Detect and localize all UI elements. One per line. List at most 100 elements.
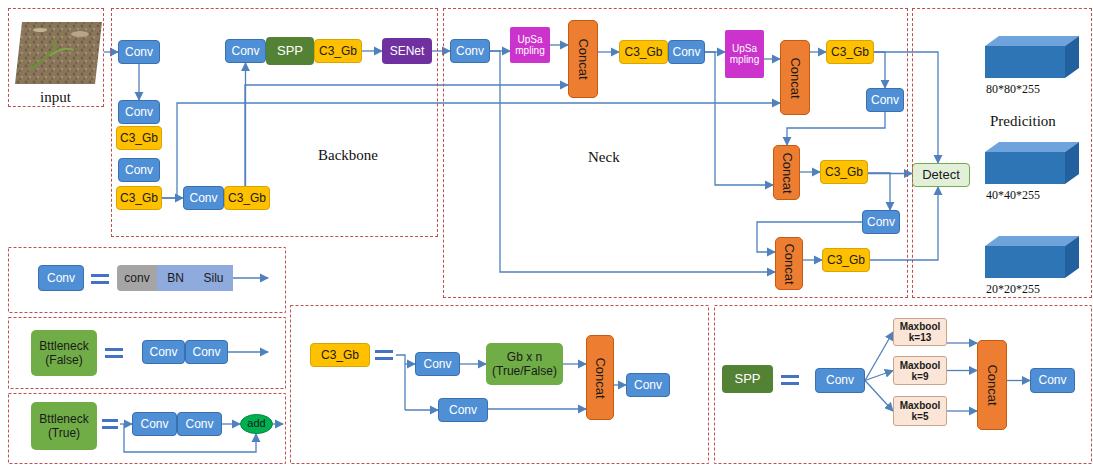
definition-frame bbox=[9, 248, 286, 313]
conv-block: Conv bbox=[185, 340, 228, 364]
block-label: Conv bbox=[189, 191, 217, 205]
connector bbox=[868, 173, 890, 210]
upsampling-block: UpSa mpling bbox=[725, 30, 764, 78]
equals-bar bbox=[91, 281, 109, 284]
cube-front bbox=[985, 46, 1065, 78]
block-label: Conv bbox=[125, 163, 153, 177]
block-label: SPP bbox=[734, 371, 760, 387]
straw bbox=[71, 31, 89, 37]
output-size-label: 40*40*255 bbox=[986, 188, 1040, 203]
block-label: UpSa mpling bbox=[512, 34, 548, 57]
block-label: C3_Gb bbox=[624, 45, 662, 59]
concat-block: Concat bbox=[775, 237, 803, 290]
connector bbox=[947, 410, 977, 411]
block-label: BN bbox=[167, 271, 184, 285]
connector bbox=[460, 363, 486, 364]
connector bbox=[222, 423, 240, 424]
block-label: Concat bbox=[984, 364, 1000, 405]
block-label: Conv bbox=[185, 417, 213, 431]
output-arrow bbox=[273, 423, 283, 424]
output-size-label: 80*80*255 bbox=[986, 82, 1040, 97]
block-label: UpSa mpling bbox=[727, 43, 762, 66]
split-wire bbox=[396, 355, 405, 410]
block-label: conv bbox=[124, 271, 149, 285]
block-label: C3_Gb bbox=[228, 191, 266, 205]
maxpool-block: Maxbool k=13 bbox=[893, 318, 947, 346]
conv-block: Conv bbox=[815, 368, 865, 393]
equals-bar bbox=[105, 348, 123, 351]
conv-block: Conv bbox=[132, 412, 177, 436]
connector bbox=[764, 58, 780, 59]
block-label: Conv bbox=[449, 403, 477, 417]
region-frame: input bbox=[8, 8, 104, 107]
definition-frame bbox=[9, 318, 286, 389]
block-label: Conv bbox=[871, 93, 899, 107]
definition-frames bbox=[9, 248, 1092, 464]
senet-block: SENet bbox=[382, 38, 432, 64]
conv-block: Conv bbox=[118, 158, 160, 182]
connector bbox=[1007, 380, 1030, 381]
layer-block: BN bbox=[157, 265, 194, 291]
c3-block: C3_Gb bbox=[224, 186, 270, 210]
block-label: Concat bbox=[592, 357, 608, 398]
c3-block: C3_Gb bbox=[314, 39, 362, 63]
block-label: Conv bbox=[672, 45, 700, 59]
concat-block: Concat bbox=[773, 145, 800, 200]
block-label: Conv bbox=[1038, 373, 1066, 387]
block-label: Conv bbox=[125, 105, 153, 119]
equals-bar bbox=[102, 426, 118, 429]
equals-bar bbox=[375, 350, 393, 353]
region-title: input bbox=[40, 88, 71, 106]
block-label: Conv bbox=[634, 378, 662, 392]
input-arrow bbox=[120, 423, 132, 424]
block-label: C3_Gb bbox=[321, 348, 359, 362]
soil-photo bbox=[15, 22, 102, 84]
conv-block: Conv bbox=[415, 352, 460, 376]
c3-block: C3_Gb bbox=[116, 126, 162, 150]
block-label: Conv bbox=[826, 373, 854, 387]
block-label: Conv bbox=[47, 271, 75, 285]
conv-layer: conv bbox=[117, 265, 157, 291]
conv-block: Conv bbox=[225, 39, 266, 63]
conv-block: Conv bbox=[38, 265, 84, 291]
region-frame: Predicition bbox=[912, 8, 1092, 298]
output-cubes bbox=[985, 36, 1079, 278]
block-label: Conv bbox=[231, 44, 259, 58]
equals-bar bbox=[375, 357, 393, 360]
c3-block: C3_Gb bbox=[820, 160, 868, 184]
connector bbox=[138, 64, 139, 100]
connector bbox=[800, 171, 820, 172]
region-frame: BackboneConvConvC3_GbConvC3_GbConvC3_GbC… bbox=[111, 8, 438, 237]
connector bbox=[865, 332, 893, 381]
block-label: Conv bbox=[192, 345, 220, 359]
c3-block: C3_Gb bbox=[822, 248, 870, 272]
conv-block: Conv bbox=[450, 39, 490, 63]
conv-block: Conv bbox=[1030, 368, 1075, 393]
layer-block: Silu bbox=[194, 265, 233, 291]
block-label: SENet bbox=[390, 44, 425, 58]
block-label: Maxbool k=13 bbox=[896, 321, 944, 343]
maxpool-block: Maxbool k=5 bbox=[893, 396, 947, 426]
connector bbox=[490, 51, 775, 272]
block-label: C3_Gb bbox=[319, 44, 357, 58]
block-label: SPP bbox=[277, 43, 303, 59]
block-label: Conv bbox=[149, 345, 177, 359]
equals-bar bbox=[102, 419, 118, 422]
region-title: Backbone bbox=[318, 146, 378, 164]
split-arrow bbox=[405, 409, 438, 410]
connector bbox=[362, 50, 382, 51]
c3-block: C3_Gb bbox=[116, 186, 162, 210]
conv-block: Conv bbox=[142, 340, 185, 364]
cube-top bbox=[985, 36, 1079, 46]
connector bbox=[865, 371, 893, 381]
block-label: C3_Gb bbox=[831, 45, 869, 59]
cube-top bbox=[985, 142, 1079, 152]
block-label: Conv bbox=[867, 215, 895, 229]
cube-side bbox=[1065, 36, 1079, 78]
block-label: Concat bbox=[781, 243, 797, 284]
c3-block: C3_Gb bbox=[826, 40, 874, 64]
block-label: C3_Gb bbox=[825, 165, 863, 179]
c3-block: C3_Gb bbox=[310, 343, 370, 367]
block-label: Conv bbox=[423, 357, 451, 371]
